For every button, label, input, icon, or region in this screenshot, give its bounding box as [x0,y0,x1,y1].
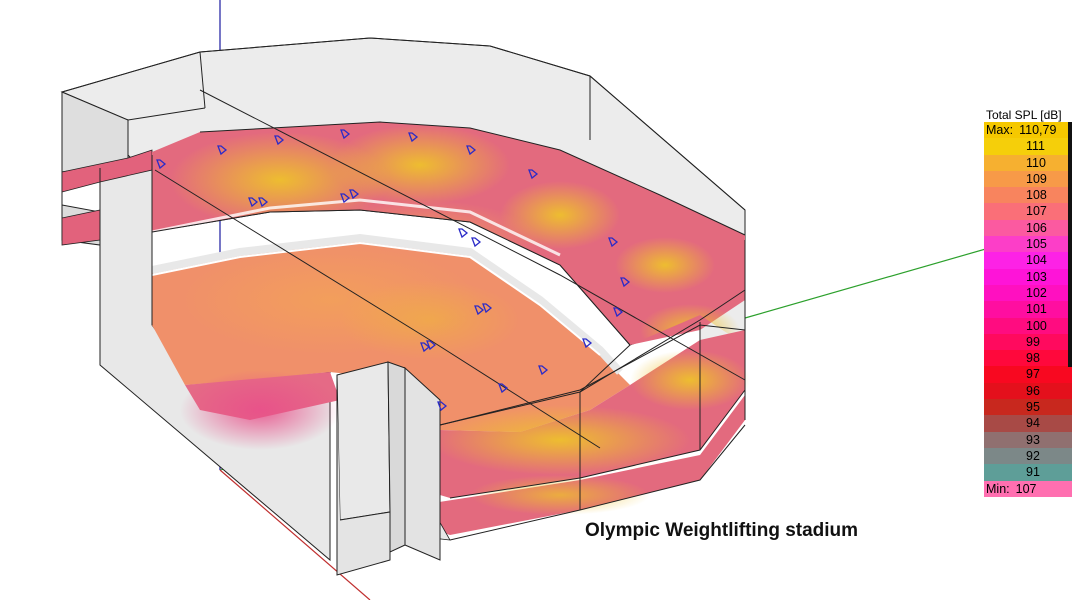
legend-step-label: 109 [1026,171,1047,186]
legend-step-label: 104 [1026,253,1047,268]
legend-step: 95 [984,399,1072,416]
speaker-icon [340,193,351,204]
legend-step: 104 [984,252,1072,269]
legend-step: 106 [984,219,1072,237]
speaker-icon [248,197,259,208]
legend-step-label: 103 [1026,269,1047,284]
speaker-icon [538,365,549,376]
legend-title: Total SPL [dB] [986,108,1062,122]
legend-min-label: Min: [986,481,1010,496]
legend-step-label: 102 [1026,285,1047,300]
speaker-icon [613,307,624,318]
legend-step-label: 99 [1026,334,1040,349]
speaker-icon [408,132,419,143]
legend-min-row: Min: 107 [984,480,1072,497]
speaker-icon [482,303,493,314]
x-axis [219,469,371,600]
legend-step-label: 92 [1026,448,1040,463]
speaker-icon [474,305,485,316]
legend-max-row: Max: 110,79 [984,122,1072,139]
speaker-icon [582,338,593,349]
legend-step: 100 [984,317,1072,334]
speaker-icon [420,342,431,353]
legend-step: 108 [984,187,1072,204]
legend-step-label: 100 [1026,318,1047,333]
speaker-icon [258,197,269,208]
legend-step-label: 105 [1026,237,1047,252]
legend-step: 105 [984,236,1072,253]
legend-step: 110 [984,154,1072,171]
legend-step: 94 [984,415,1072,432]
legend-step: 98 [984,350,1072,367]
legend-step-label: 111 [1026,139,1046,154]
speaker-icon [466,145,477,156]
speaker-icon [340,129,351,140]
legend-step: 97 [984,366,1072,383]
speaker-icon [471,237,482,248]
speaker-icon [528,169,539,180]
legend-step-label: 98 [1026,351,1040,366]
legend-border [1068,122,1072,367]
legend-step-label: 107 [1026,204,1047,219]
legend-step: 96 [984,382,1072,400]
legend-step-label: 91 [1026,465,1040,480]
speaker-icon [498,383,509,394]
legend-step-label: 93 [1026,432,1040,447]
speaker-icon [608,237,619,248]
speaker-icon [437,401,448,412]
legend-step-label: 110 [1026,155,1046,170]
legend-step: 99 [984,333,1072,351]
lower-bowl-surface [151,233,630,450]
front-ring-surface [354,330,750,541]
legend-step: 103 [984,268,1072,285]
speaker-icon [426,340,437,351]
legend-step-label: 101 [1026,302,1047,317]
legend-step-label: 95 [1026,400,1040,415]
speaker-icon [217,145,228,156]
speaker-icon [274,135,285,146]
legend-step: 102 [984,284,1072,302]
legend-max-value: 110,79 [1019,123,1057,137]
legend-step: 107 [984,203,1072,220]
front-pillars [336,324,746,576]
legend-step-label: 94 [1026,416,1040,431]
legend-step: 111 [984,138,1072,155]
legend-step: 109 [984,170,1072,188]
diagram-caption: Olympic Weightlifting stadium [585,520,859,541]
legend-step-label: 106 [1026,220,1047,235]
legend-step: 91 [984,464,1072,481]
legend-step: 93 [984,431,1072,448]
speaker-icon [156,159,167,170]
legend-step: 101 [984,301,1072,318]
legend-step-label: 97 [1026,367,1040,382]
roof-edges [61,37,746,240]
structure-lines [99,89,746,560]
legend-step-label: 108 [1026,188,1047,203]
speaker-icon [620,277,631,288]
legend-max-label: Max: [986,123,1014,137]
speaker-icon [458,228,469,239]
legend-step-label: 96 [1026,383,1040,398]
legend-step: 92 [984,447,1072,465]
y-axis [744,241,1011,319]
legend-min-value: 107 [1015,481,1037,496]
speaker-markers [156,129,631,412]
speaker-icon [349,189,360,200]
